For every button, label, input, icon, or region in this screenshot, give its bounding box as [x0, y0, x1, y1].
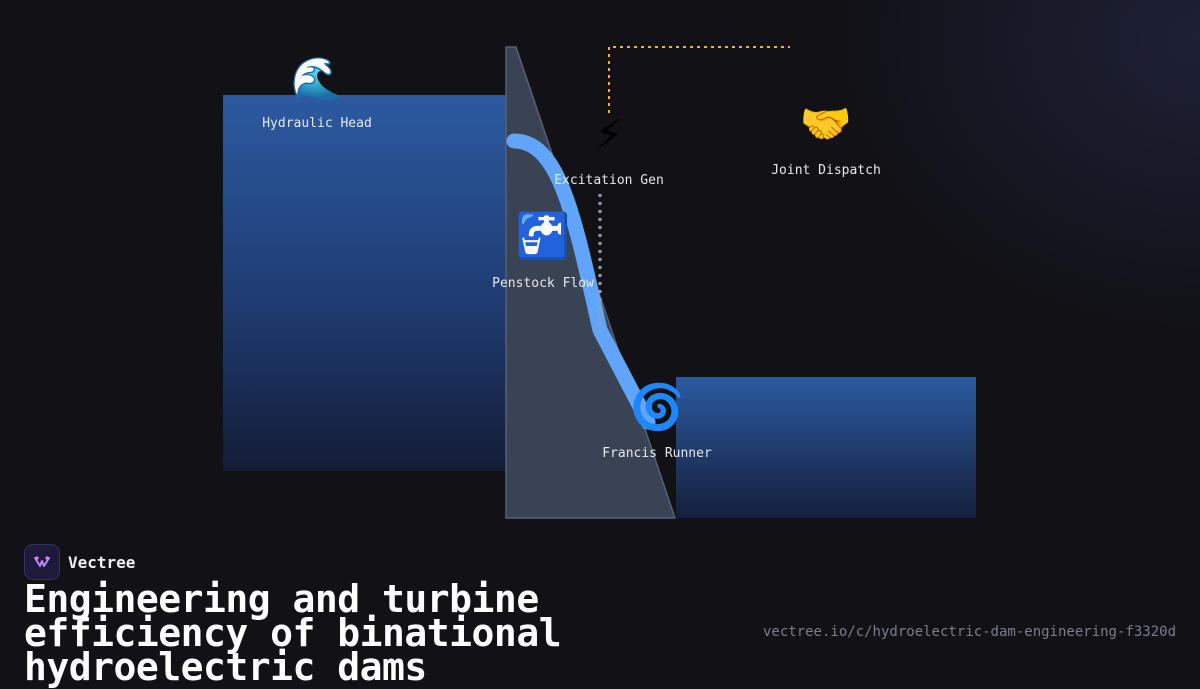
penstock-pipe — [506, 133, 656, 430]
upper-reservoir — [223, 95, 508, 471]
francis-runner-label: Francis Runner — [602, 446, 712, 461]
spiral-icon: 🌀 — [629, 382, 685, 433]
penstock-flow-label: Penstock Flow — [492, 276, 594, 291]
joint-dispatch-label: Joint Dispatch — [771, 163, 881, 178]
page-title: Engineering and turbine efficiency of bi… — [24, 577, 562, 689]
handshake-icon: 🤝 — [799, 99, 853, 148]
vectree-logo-icon — [24, 544, 60, 580]
hydraulic-head-label: Hydraulic Head — [262, 116, 372, 131]
dam-diagram — [223, 46, 976, 519]
control-link-line — [608, 46, 790, 113]
brand: Vectree — [24, 544, 135, 580]
water-wave-icon: 🌊 — [290, 54, 344, 103]
tailwater-pool — [676, 377, 976, 518]
lightning-bolt-icon: ⚡ — [594, 110, 624, 159]
brand-name: Vectree — [68, 552, 136, 572]
excitation-gen-label: Excitation Gen — [554, 173, 664, 188]
source-url[interactable]: vectree.io/c/hydroelectric-dam-engineeri… — [762, 624, 1176, 640]
water-tap-icon: 🚰 — [515, 211, 571, 262]
